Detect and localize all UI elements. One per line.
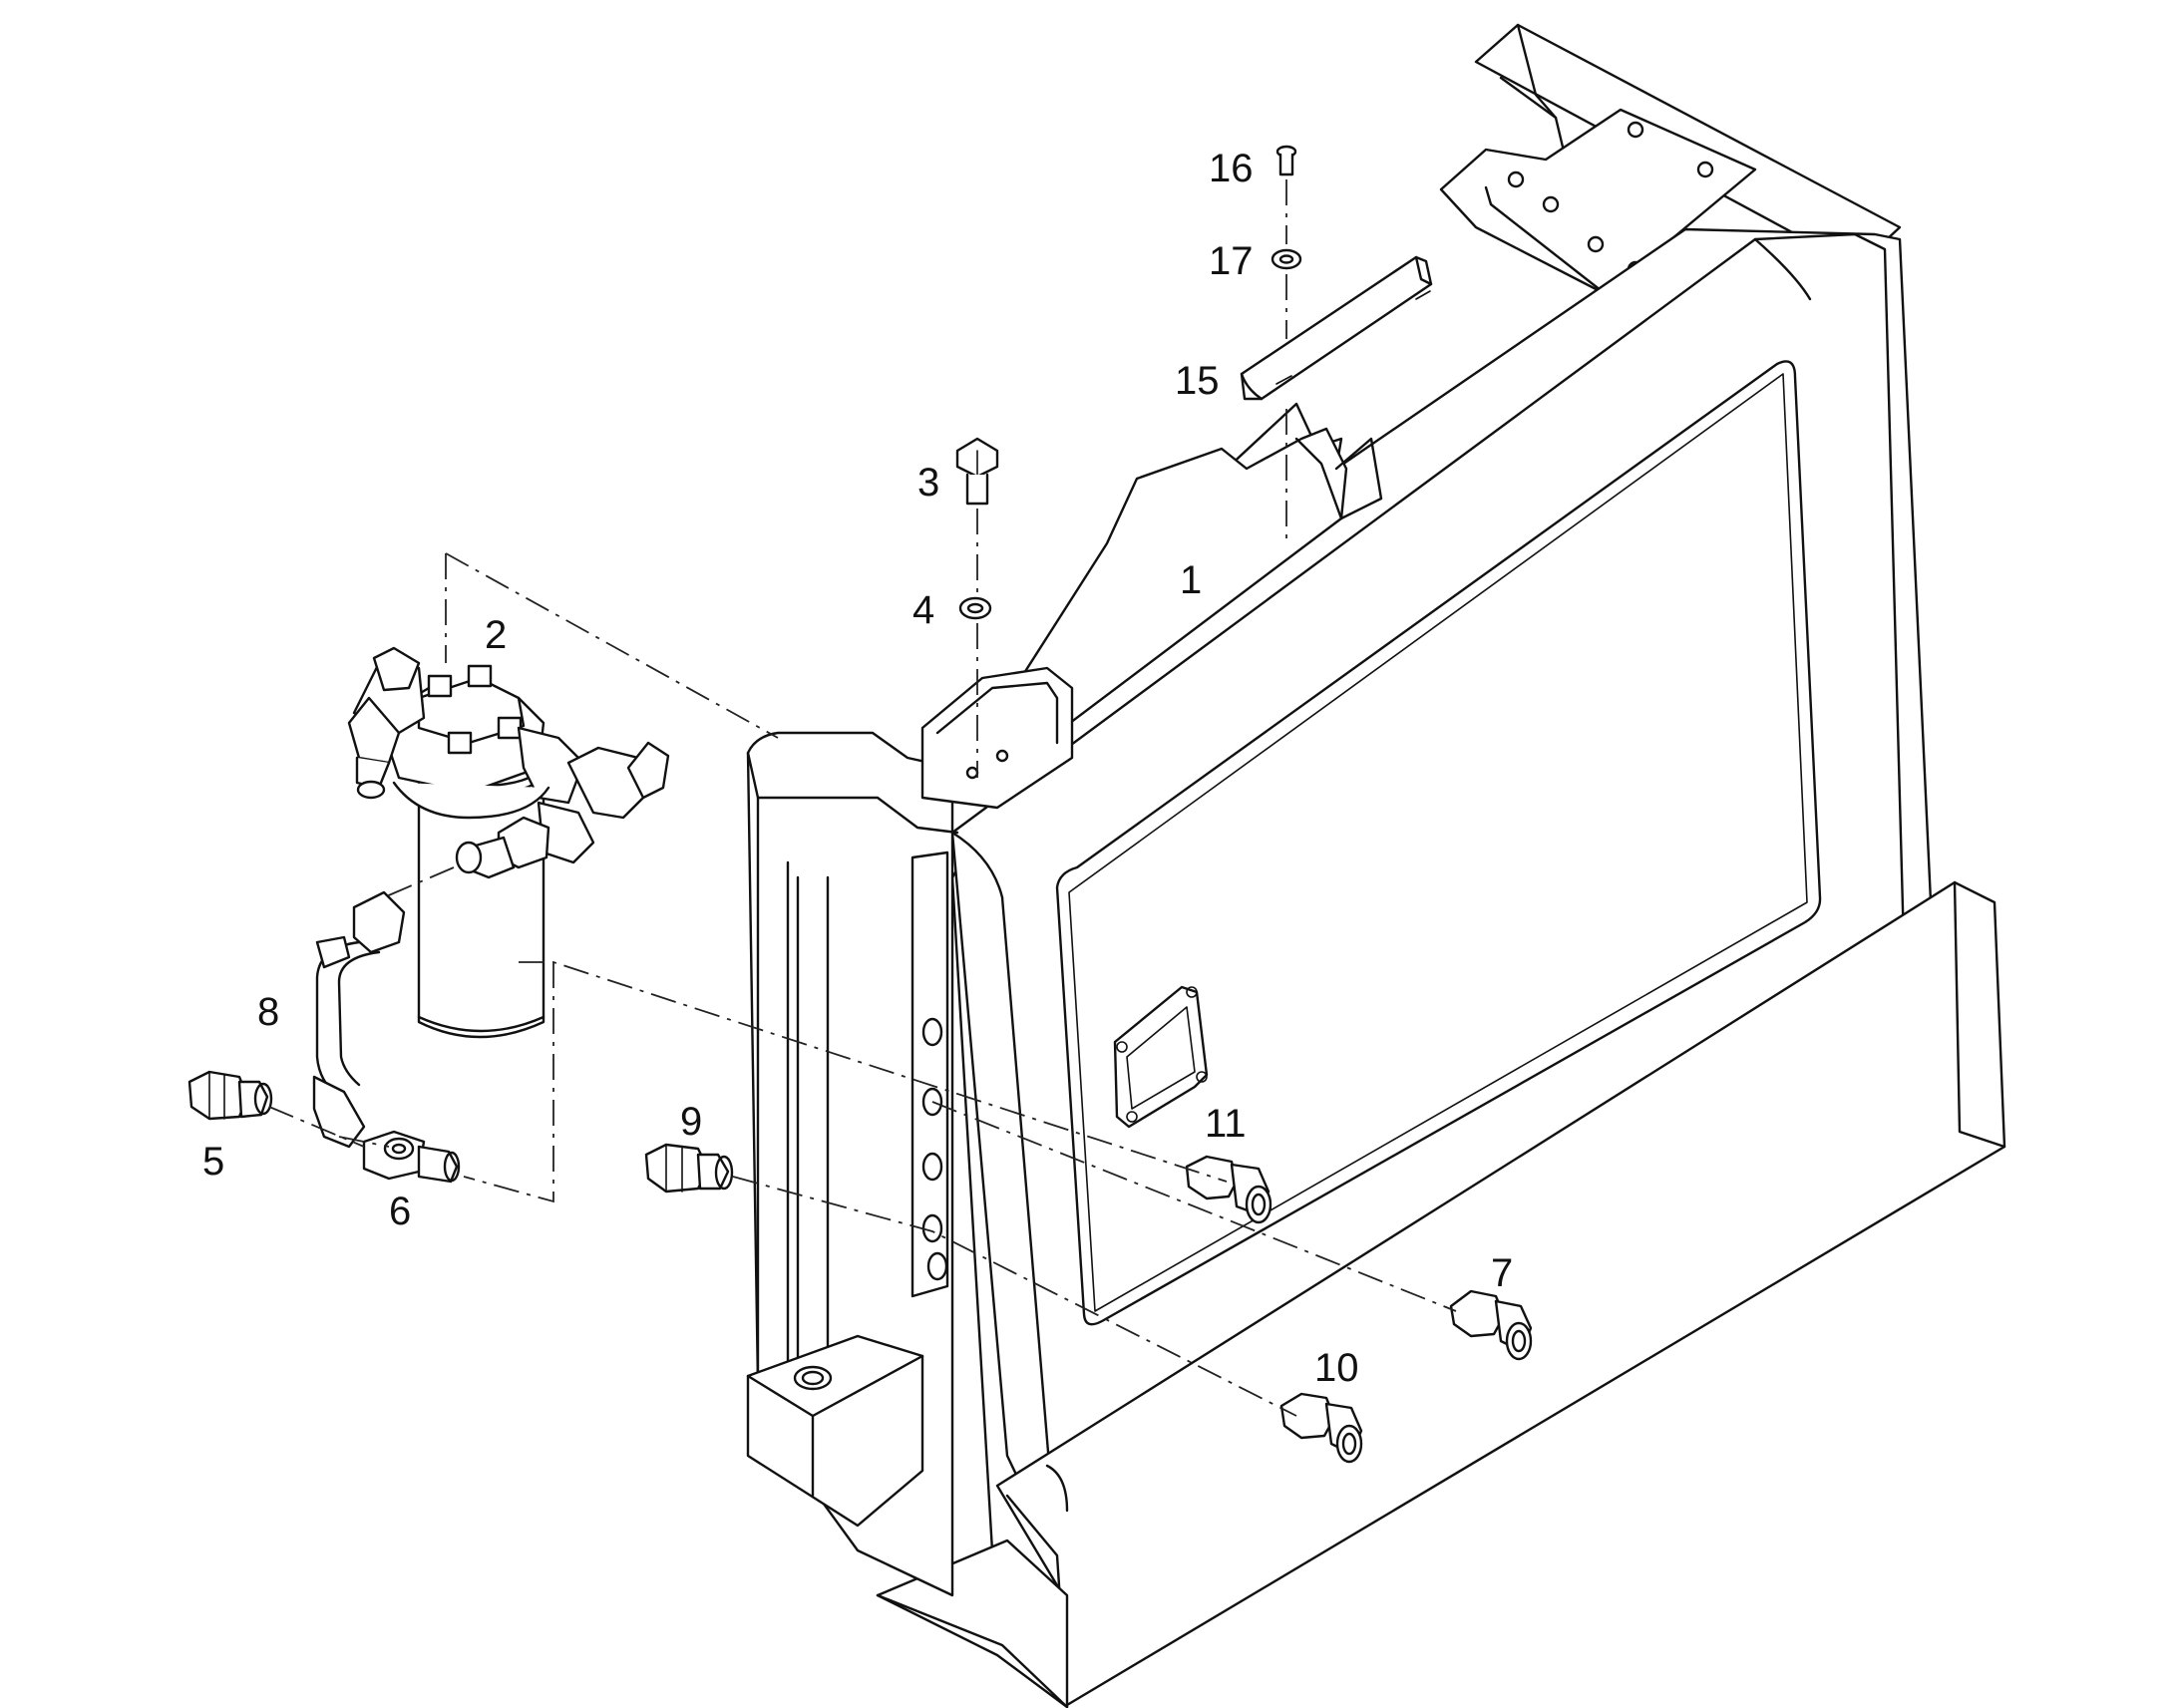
- part-15-bracket: [1240, 255, 1433, 401]
- callout-8: 8: [257, 990, 279, 1034]
- part-6-tee: [362, 1130, 461, 1184]
- callout-16: 16: [1209, 147, 1254, 190]
- part-2-filter-assembly: [347, 646, 670, 1039]
- callout-labels: 1 2 3 4 5 6 7 8 9 10 11 15 16 17: [202, 147, 1513, 1390]
- callout-15: 15: [1175, 359, 1220, 403]
- part-9-connector: [644, 1143, 734, 1194]
- part-7-elbow: [1449, 1289, 1533, 1361]
- part-8-hose: [312, 890, 406, 1149]
- part-1-tank-frame: [746, 23, 2006, 1708]
- part-11-elbow: [1185, 1155, 1272, 1224]
- callout-11: 11: [1205, 1102, 1247, 1146]
- part-5-connector: [187, 1070, 273, 1121]
- callout-7: 7: [1491, 1251, 1513, 1295]
- callout-9: 9: [680, 1100, 702, 1144]
- callout-17: 17: [1209, 239, 1254, 283]
- callout-10: 10: [1314, 1346, 1359, 1390]
- part-17-washer: [1271, 248, 1302, 270]
- callout-1: 1: [1180, 558, 1202, 602]
- part-16-screw: [1275, 145, 1297, 176]
- part-10-elbow: [1279, 1392, 1363, 1464]
- callout-6: 6: [389, 1190, 411, 1233]
- part-4-washer: [958, 596, 992, 620]
- assembly-lines: [268, 179, 1457, 1417]
- callout-5: 5: [202, 1140, 224, 1184]
- callout-3: 3: [917, 461, 939, 505]
- callout-4: 4: [912, 588, 934, 632]
- callout-2: 2: [485, 613, 507, 657]
- part-3-bolt: [955, 437, 999, 506]
